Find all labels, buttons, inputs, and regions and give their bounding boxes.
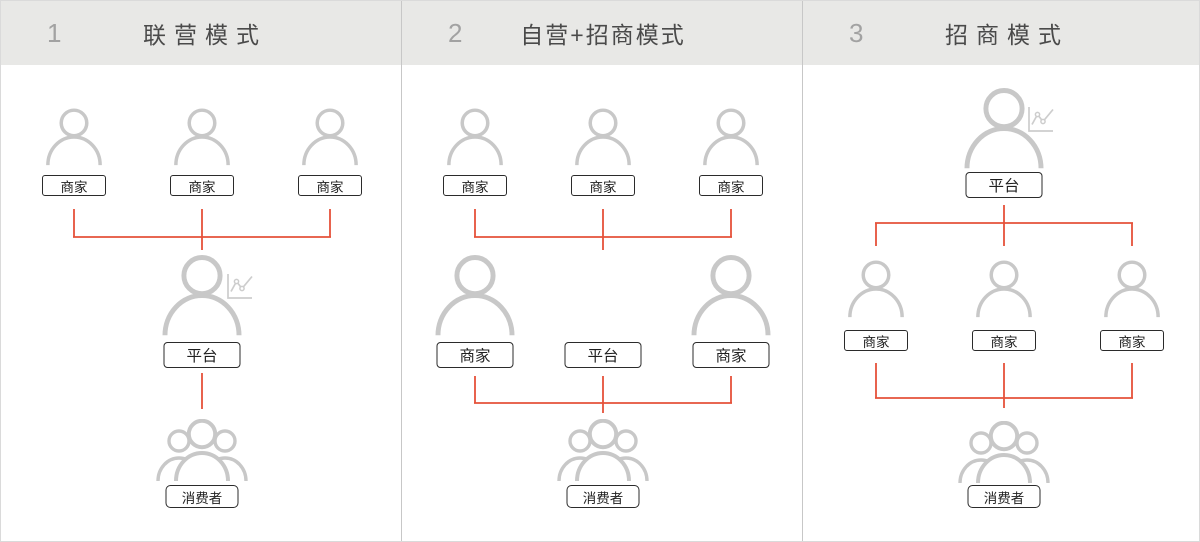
people-group-icon: [155, 419, 249, 481]
person-icon: [973, 259, 1035, 319]
people-group-icon: [556, 419, 650, 481]
merchant-label: 商家: [298, 175, 362, 196]
person-icon: [845, 259, 907, 319]
consumer-label: 消费者: [566, 485, 640, 508]
merchant-label: 商家: [436, 342, 514, 368]
merchant-label: 商家: [42, 175, 106, 196]
person-icon: [687, 253, 775, 338]
person-icon: [43, 107, 105, 167]
panel-title: 招商模式: [945, 22, 1069, 48]
line-chart-icon: [1026, 104, 1056, 134]
merchant-label: 商家: [1100, 330, 1164, 351]
panel-number: 1: [47, 17, 62, 48]
panel-title: 自营+招商模式: [520, 22, 686, 48]
consumer-label: 消费者: [165, 485, 239, 508]
merchant-label: 商家: [692, 342, 770, 368]
person-icon: [431, 253, 519, 338]
panel-header: 3 招商模式: [803, 1, 1199, 65]
person-icon: [171, 107, 233, 167]
panel-number: 3: [849, 17, 864, 48]
person-icon: [299, 107, 361, 167]
merchant-label: 商家: [571, 175, 635, 196]
merchant-label: 商家: [972, 330, 1036, 351]
consumer-label: 消费者: [967, 485, 1041, 508]
person-icon: [444, 107, 506, 167]
panel-investment: 3 招商模式 平台 商家 商家 商家 消费者: [802, 1, 1199, 541]
merchant-label: 商家: [443, 175, 507, 196]
person-icon: [1101, 259, 1163, 319]
panel-header: 2 自营+招商模式: [402, 1, 802, 65]
panel-self-operated-plus-investment: 2 自营+招商模式 商家 商家 商家 商家 平台 商家 消费者: [401, 1, 802, 541]
line-chart-icon: [225, 271, 255, 301]
person-icon: [700, 107, 762, 167]
platform-label: 平台: [163, 342, 241, 368]
platform-label: 平台: [965, 172, 1043, 198]
panel-joint-operation: 1 联营模式 商家 商家 商家 平台 消费者: [1, 1, 401, 541]
people-group-icon: [957, 421, 1051, 483]
panel-header: 1 联营模式: [1, 1, 401, 65]
merchant-label: 商家: [844, 330, 908, 351]
merchant-label: 商家: [699, 175, 763, 196]
platform-label: 平台: [564, 342, 642, 368]
panel-title: 联营模式: [143, 22, 267, 48]
merchant-label: 商家: [170, 175, 234, 196]
person-icon: [572, 107, 634, 167]
panel-number: 2: [448, 17, 463, 48]
